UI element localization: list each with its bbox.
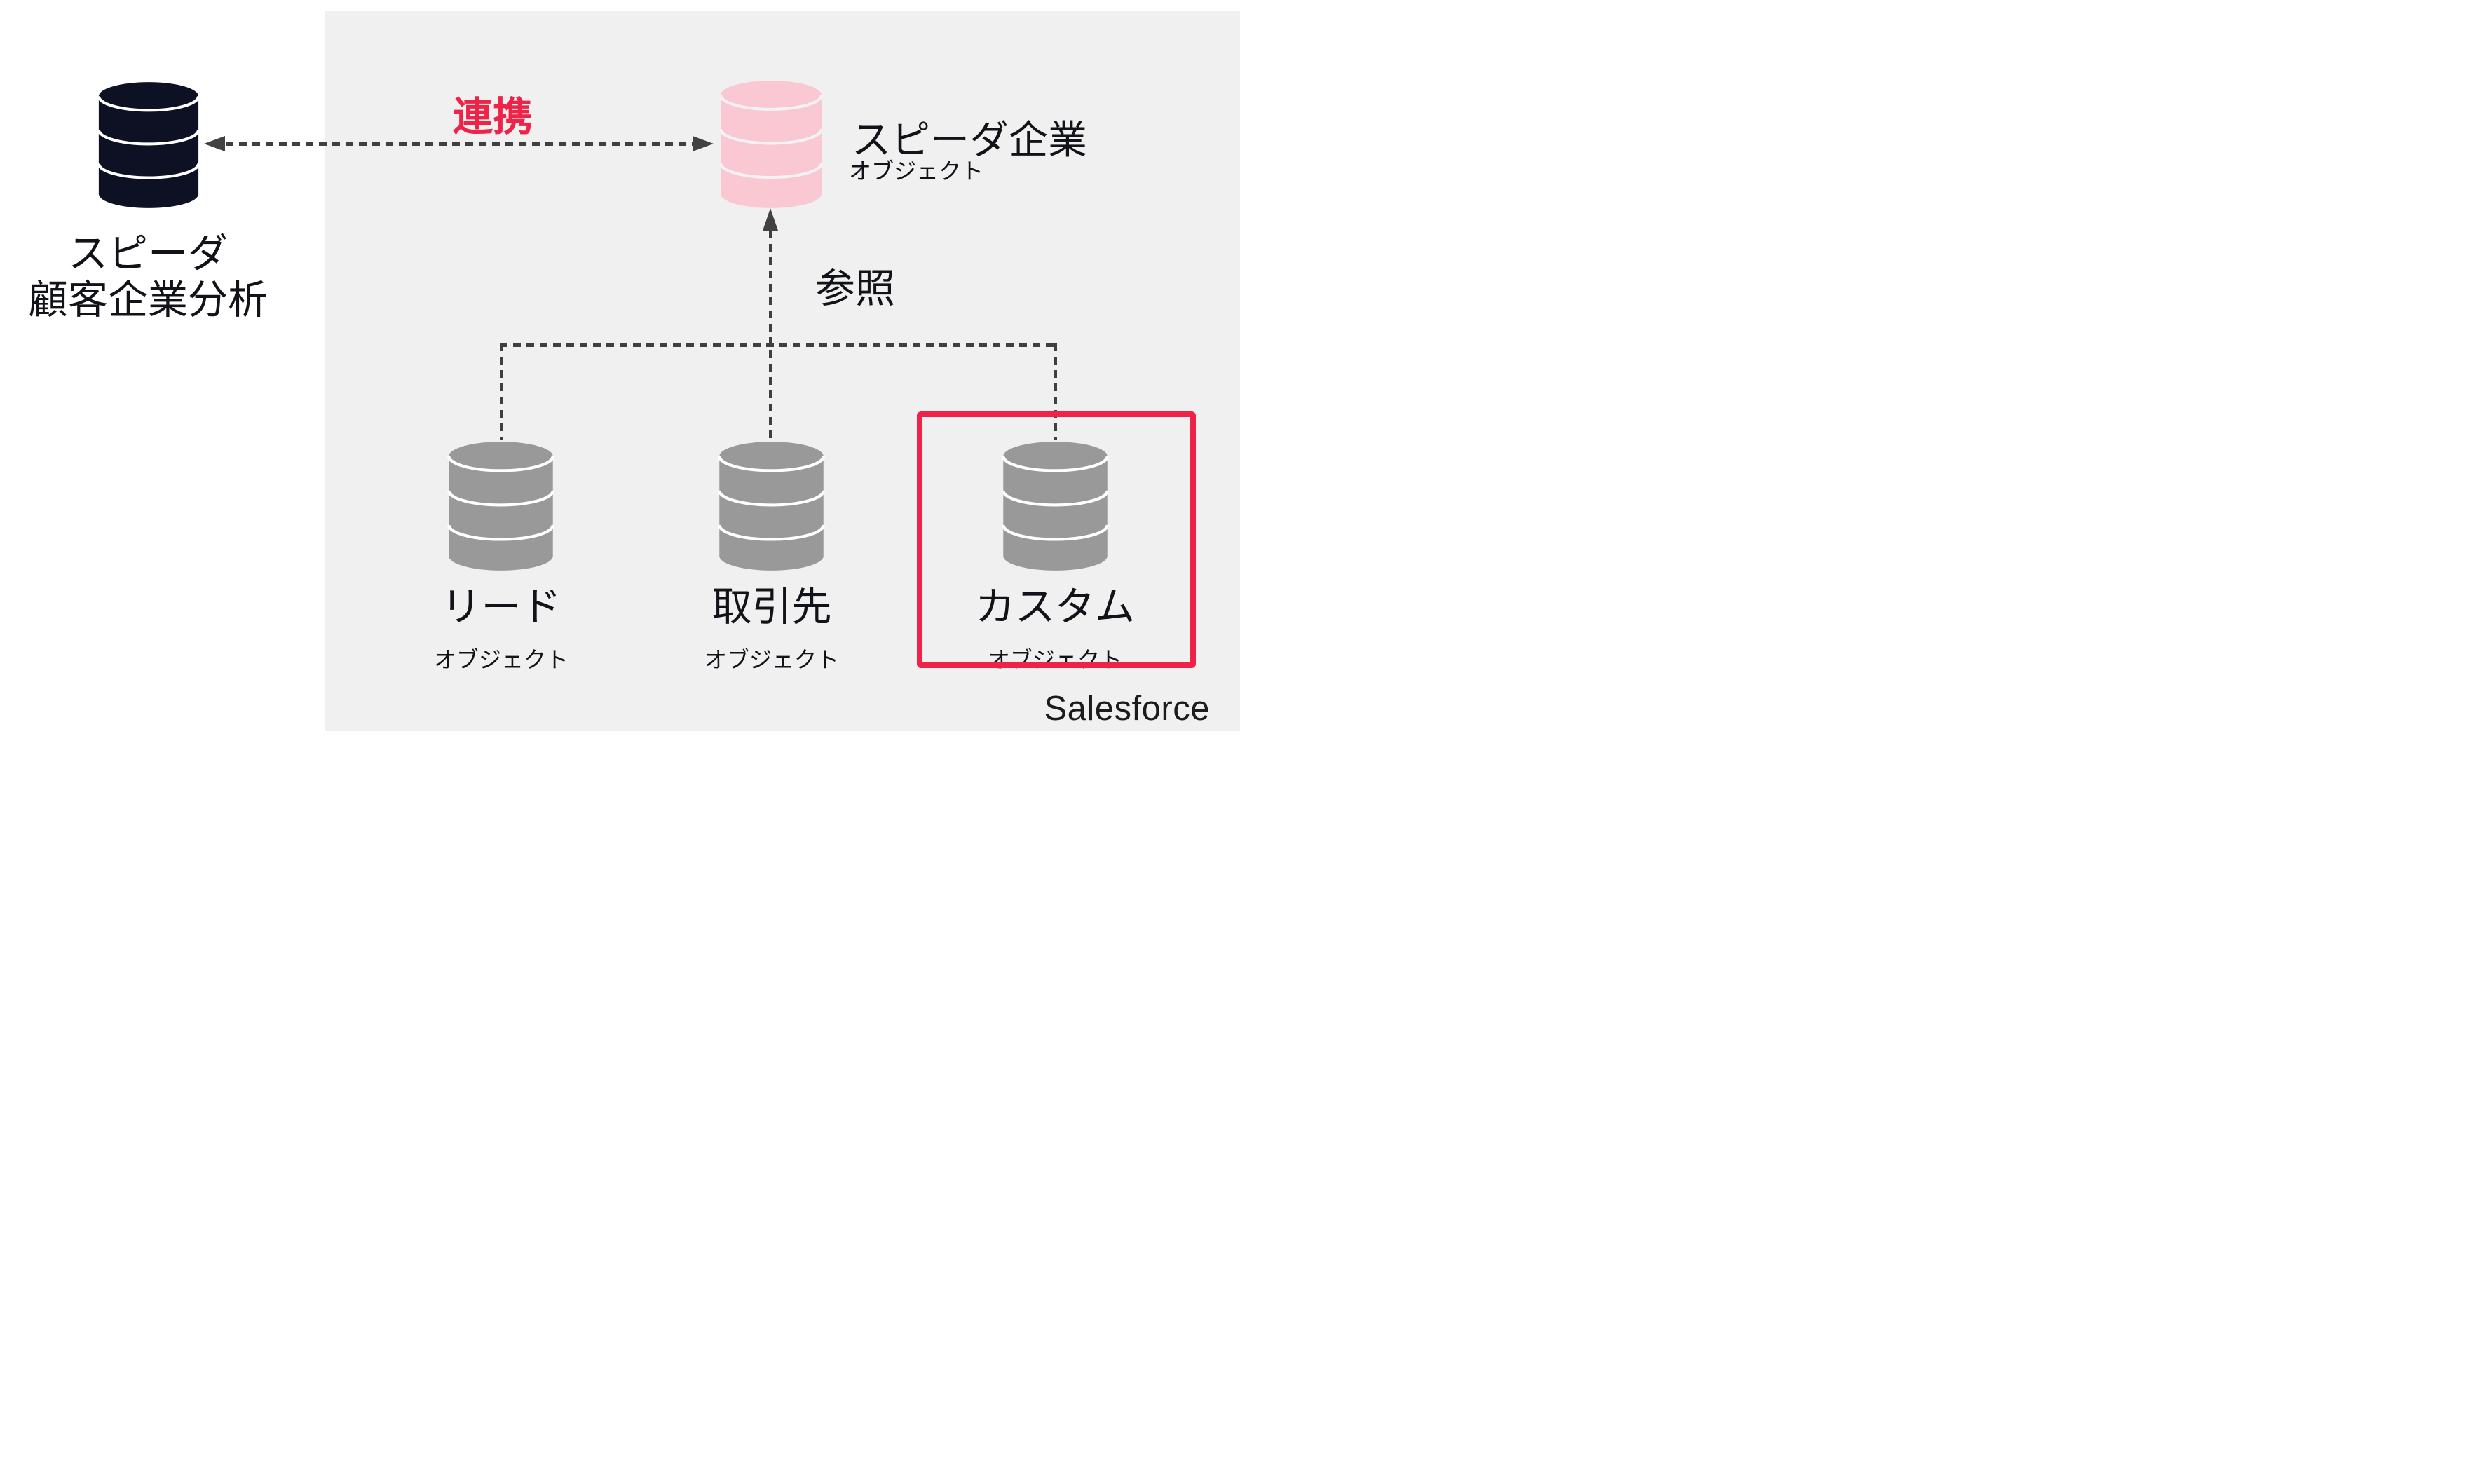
custom-object-database-icon [1002,442,1109,571]
lead-object-label: リード オブジェクト [396,575,606,674]
account-object-database-icon [718,442,825,571]
external-system-label-line2: 顧客企業分析 [28,277,268,322]
custom-object-label: カスタム オブジェクト [950,575,1160,674]
connector-lead-stub-line [500,343,503,440]
lead-object-title: リード [441,585,561,629]
link-arrow-dashed-line [226,142,693,146]
speeda-object-subtitle: オブジェクト [849,158,984,184]
speeda-company-object-database-icon [718,81,824,208]
lead-object-database-icon [447,442,554,571]
account-object-label: 取引先 オブジェクト [667,575,877,674]
external-system-label-line1: スピーダ [68,231,228,276]
salesforce-panel-label: Salesforce [1044,690,1210,728]
reference-label: 参照 [815,266,895,311]
link-label: 連携 [453,95,533,139]
link-arrow-left-head-icon [204,136,225,151]
speeda-database-icon [97,82,200,208]
account-object-title: 取引先 [711,585,832,629]
diagram-canvas: { "diagram": { "external_system": { "nam… [0,0,1244,742]
link-arrow-right-head-icon [693,136,714,151]
custom-object-subtitle: オブジェクト [987,647,1122,672]
reference-arrow-dashed-line [769,231,772,440]
lead-object-subtitle: オブジェクト [433,647,568,672]
account-object-subtitle: オブジェクト [704,647,839,672]
external-system-label: スピーダ 顧客企業分析 [8,231,288,323]
connector-horizontal-line [500,343,1056,347]
custom-object-title: カスタム [975,585,1135,629]
connector-custom-stub-line [1054,343,1057,440]
reference-arrow-head-icon [763,208,778,231]
speeda-object-title: スピーダ企業 [852,118,1087,162]
custom-object-highlight-box [917,411,1196,668]
